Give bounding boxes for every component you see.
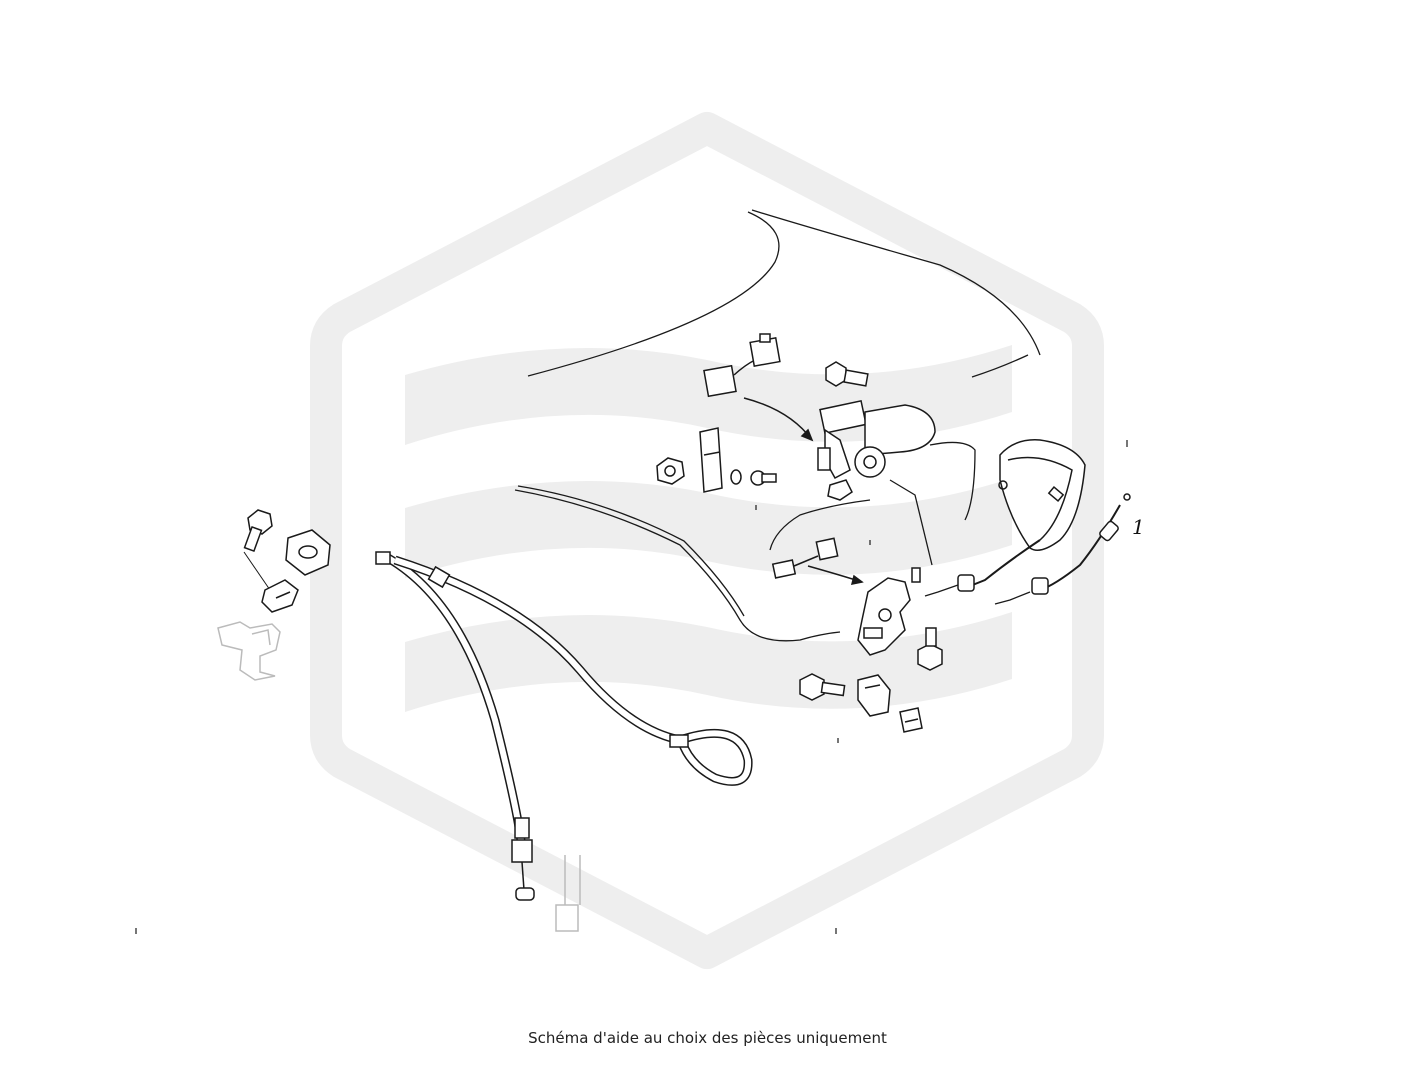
reference-marks	[135, 440, 1128, 934]
lock-bracket-assembly	[217, 509, 331, 681]
plate-part	[899, 707, 923, 733]
nut-part	[656, 457, 685, 485]
callout-label: 1	[1132, 515, 1145, 539]
bracket-part	[699, 427, 723, 493]
bolt-part	[243, 509, 273, 591]
clip-part	[857, 674, 891, 717]
screw-part	[750, 470, 777, 486]
washer-part	[730, 469, 742, 485]
striker-part	[261, 579, 299, 613]
connector-plug-part	[703, 333, 781, 398]
rubber-stop-part	[285, 529, 331, 576]
trunk-lid-outline	[514, 209, 1041, 642]
release-cable	[375, 551, 753, 932]
lock-part	[857, 567, 921, 656]
diagram-caption: Schéma d'aide au choix des pièces unique…	[528, 1029, 887, 1047]
motor-part	[817, 400, 936, 501]
actuator-motor-assembly	[656, 333, 936, 566]
bolt-part	[917, 627, 943, 671]
watermark-logo	[310, 112, 1104, 969]
bolt-part	[825, 361, 869, 387]
cable-cover-assembly	[924, 439, 1131, 605]
lock-assembly	[771, 537, 943, 733]
connector-plug-part	[771, 537, 839, 579]
bolt-part	[799, 673, 846, 701]
striker-bracket-part	[217, 621, 281, 681]
